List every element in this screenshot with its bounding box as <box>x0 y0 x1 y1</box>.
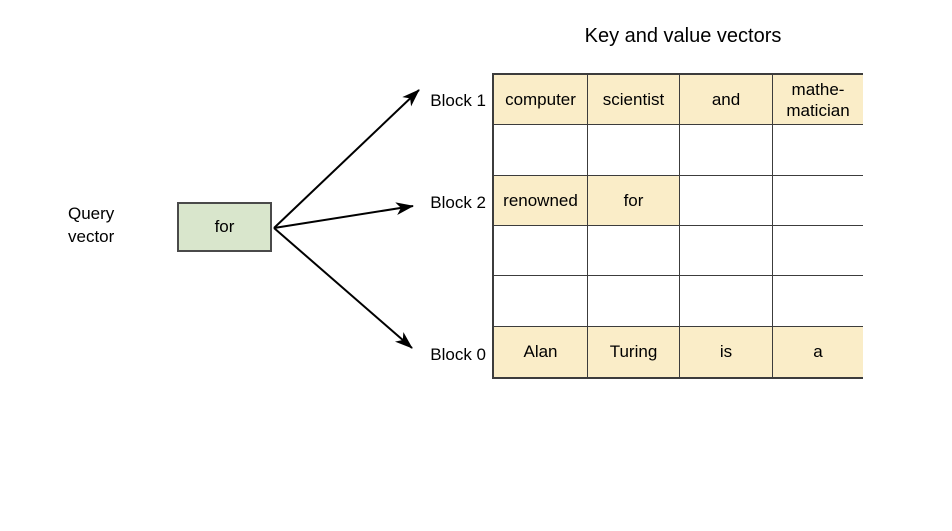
key-value-grid: computer scientist and mathe-matician renown… <box>492 73 863 379</box>
page-title: Key and value vectors <box>584 25 782 47</box>
grid-cell-r5-c1: Turing <box>588 326 680 377</box>
grid-cell-text: is <box>719 342 733 362</box>
grid-cell-r3-c1 <box>588 225 680 277</box>
grid-cell-r2-c1: for <box>588 175 680 226</box>
grid-cell-text: computer <box>505 90 576 110</box>
grid-cell-r3-c3 <box>773 225 863 277</box>
grid-cell-r1-c3 <box>773 125 863 176</box>
query-vector-box[interactable]: for <box>177 202 272 252</box>
grid-cell-text: scientist <box>602 90 665 110</box>
grid-cell-text-line2: matician <box>786 100 850 120</box>
arrow-to-block-2 <box>273 202 414 229</box>
block-label-1: Block 1 <box>430 91 486 110</box>
grid-cell-r3-c2 <box>680 225 773 277</box>
grid-cell-r4-c2 <box>680 276 773 327</box>
grid-cell-r2-c0: renowned <box>494 175 588 226</box>
query-vector-label: Query vector <box>68 202 168 248</box>
grid-cell-text: a <box>813 342 823 362</box>
grid-cell-text: Turing <box>609 342 658 362</box>
grid-cell-r2-c2 <box>680 175 773 226</box>
grid-cell-text: and <box>711 90 741 110</box>
query-vector-token: for <box>214 217 235 236</box>
grid-cell-r2-c3 <box>773 175 863 226</box>
grid-cell-r5-c2: is <box>680 326 773 377</box>
grid-cell-r0-c3: mathe-matician <box>773 75 863 126</box>
grid-cell-text: renowned <box>503 190 578 210</box>
grid-cell-r4-c3 <box>773 276 863 327</box>
block-label-0: Block 0 <box>430 345 486 364</box>
grid-cell-text-line1: mathe- <box>791 79 845 99</box>
block-label-2: Block 2 <box>430 193 486 212</box>
grid-cell-text: for <box>623 190 644 210</box>
grid-cell-r1-c2 <box>680 125 773 176</box>
query-vector-label-line1: Query <box>68 204 115 223</box>
query-vector-label-line2: vector <box>68 227 115 246</box>
grid-cell-r4-c1 <box>588 276 680 327</box>
grid-cell-r4-c0 <box>494 276 588 327</box>
grid-cell-r3-c0 <box>494 225 588 277</box>
grid-cell-text: Alan <box>523 342 558 362</box>
grid-cell-text: mathe-matician <box>786 79 849 121</box>
grid-cell-r5-c0: Alan <box>494 326 588 377</box>
grid-cell-r1-c0 <box>494 125 588 176</box>
grid-cell-r5-c3: a <box>773 326 863 377</box>
grid-cell-r1-c1 <box>588 125 680 176</box>
arrow-to-block-0 <box>273 227 413 349</box>
grid-cell-r0-c2: and <box>680 75 773 126</box>
grid-cell-r0-c1: scientist <box>588 75 680 126</box>
arrow-to-block-1 <box>273 89 420 229</box>
grid-cell-r0-c0: computer <box>494 75 588 126</box>
